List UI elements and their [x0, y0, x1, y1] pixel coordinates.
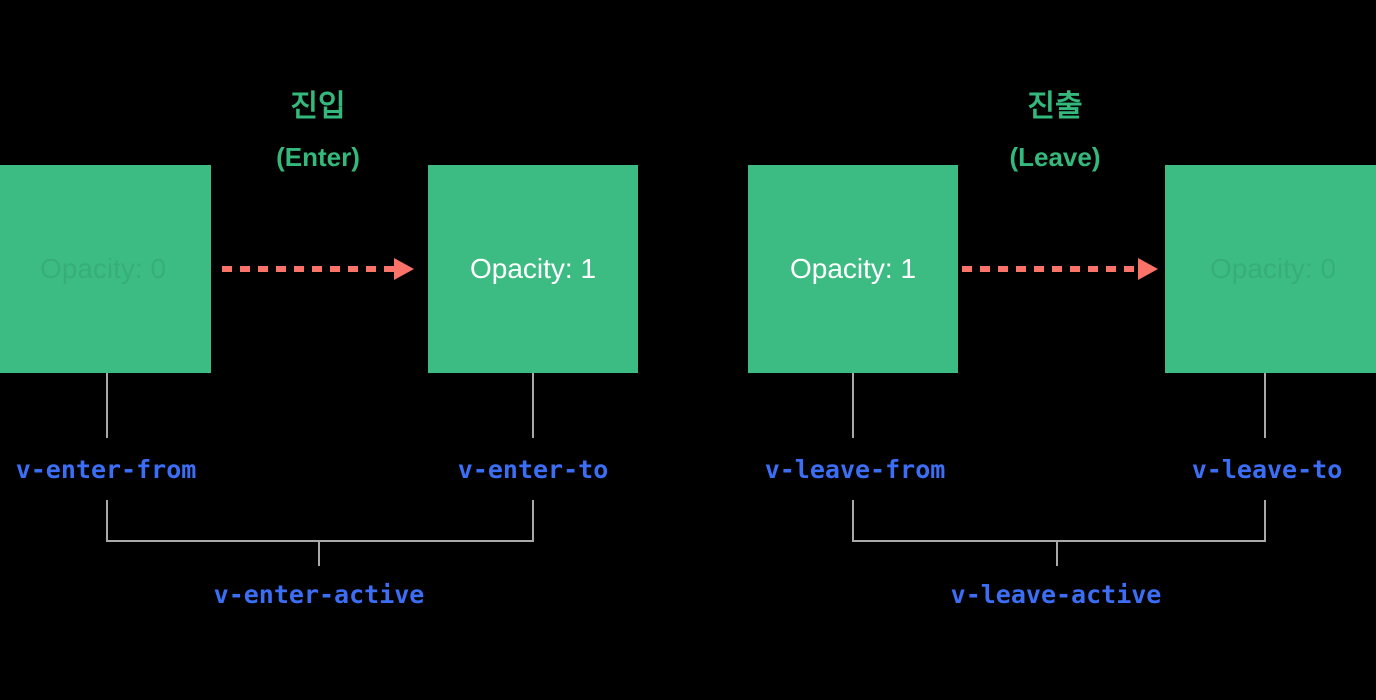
enter-section-title: 진입 (Enter) [218, 72, 418, 191]
enter-from-connector-line [106, 373, 108, 438]
dashed-line-icon [962, 266, 1139, 272]
enter-bracket-right-arm [532, 500, 534, 542]
label-v-leave-from: v-leave-from [764, 455, 946, 484]
leave-section-title: 진출 (Leave) [955, 72, 1155, 191]
enter-bracket-stem [318, 540, 320, 566]
enter-from-box: Opacity: 0 [0, 165, 211, 373]
arrow-head-icon [394, 258, 414, 280]
enter-bracket-left-arm [106, 500, 108, 542]
enter-to-box: Opacity: 1 [428, 165, 638, 373]
leave-from-box-label: Opacity: 1 [789, 253, 917, 284]
label-v-enter-active: v-enter-active [213, 580, 425, 609]
leave-to-box: Opacity: 0 [1165, 165, 1376, 373]
leave-to-connector-line [1264, 373, 1266, 438]
leave-title-korean: 진출 [1027, 90, 1083, 124]
label-v-leave-to: v-leave-to [1191, 455, 1343, 484]
leave-from-connector-line [852, 373, 854, 438]
enter-title-korean: 진입 [290, 90, 346, 124]
enter-transition-arrow [222, 258, 414, 280]
enter-title-english: (Enter) [276, 141, 360, 172]
leave-bracket-left-arm [852, 500, 854, 542]
leave-bracket-stem [1056, 540, 1058, 566]
leave-title-english: (Leave) [1009, 141, 1101, 172]
enter-to-box-label: Opacity: 1 [469, 253, 597, 284]
leave-bracket-span [852, 540, 1266, 542]
leave-to-box-label: Opacity: 0 [1209, 253, 1337, 284]
leave-transition-arrow [962, 258, 1158, 280]
enter-from-box-label: Opacity: 0 [39, 253, 167, 284]
leave-bracket-right-arm [1264, 500, 1266, 542]
arrow-head-icon [1138, 258, 1158, 280]
label-v-leave-active: v-leave-active [950, 580, 1162, 609]
label-v-enter-from: v-enter-from [15, 455, 197, 484]
enter-to-connector-line [532, 373, 534, 438]
leave-from-box: Opacity: 1 [748, 165, 958, 373]
dashed-line-icon [222, 266, 395, 272]
enter-bracket-span [106, 540, 534, 542]
label-v-enter-to: v-enter-to [457, 455, 609, 484]
